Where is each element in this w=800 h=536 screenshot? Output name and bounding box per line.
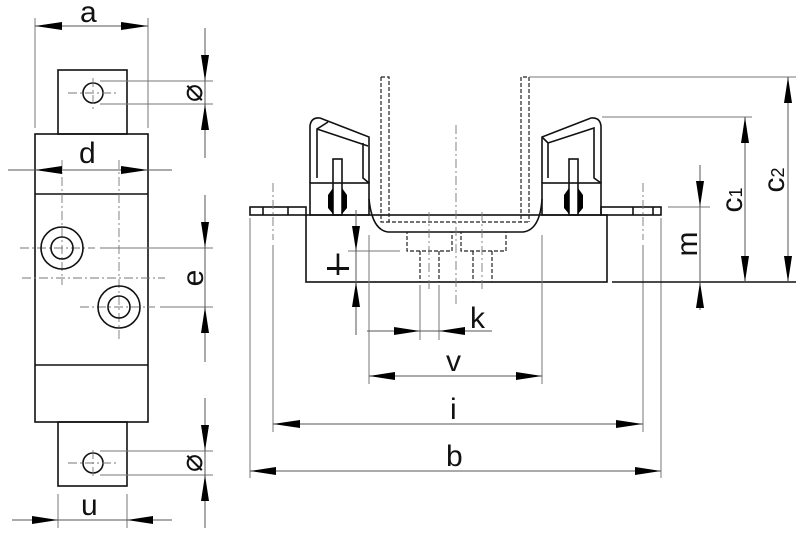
right-flange	[600, 206, 662, 216]
svg-text:c1: c1	[716, 187, 749, 212]
top-tab	[57, 69, 128, 135]
dimension-a: a	[34, 0, 149, 128]
label-c2: c	[758, 178, 791, 193]
dimension-e: e	[100, 195, 213, 362]
dimension-m: m	[671, 165, 704, 310]
label-e: e	[177, 270, 210, 287]
dimension-d: d	[8, 137, 172, 174]
dimension-b: b	[250, 440, 661, 475]
label-l: l	[335, 249, 342, 282]
label-m: m	[671, 232, 704, 257]
dimension-k: k	[367, 302, 492, 335]
dimension-c2: c2	[758, 77, 792, 282]
label-diameter-top: ⌀	[176, 84, 209, 102]
svg-text:c2: c2	[758, 167, 791, 192]
label-l-glyph	[327, 267, 349, 270]
label-c2-sub: 2	[768, 167, 788, 177]
extension-lines	[249, 218, 662, 478]
base-block	[305, 214, 608, 283]
label-v: v	[446, 345, 461, 378]
label-d: d	[79, 137, 96, 170]
dimension-c1: c1	[716, 117, 749, 282]
left-flange	[249, 206, 307, 216]
dimension-l: l	[327, 210, 400, 335]
left-contact-clip	[309, 117, 370, 216]
label-i: i	[450, 393, 457, 426]
front-view	[249, 76, 662, 305]
bottom-tab	[57, 421, 128, 487]
dimension-v: v	[369, 345, 542, 380]
mount-hole-1	[40, 226, 84, 270]
label-a: a	[80, 0, 97, 29]
extension-lines-vertical	[529, 76, 796, 283]
label-c1: c	[716, 198, 749, 213]
label-b: b	[446, 440, 463, 473]
dimension-diameter-top: ⌀	[100, 28, 213, 158]
dimension-u: u	[12, 489, 172, 528]
dimension-i: i	[273, 393, 643, 428]
mount-hole-2	[97, 285, 141, 329]
dimension-diameter-bottom: ⌀	[100, 398, 213, 528]
label-diameter-bottom: ⌀	[176, 454, 209, 472]
top-view	[20, 69, 165, 487]
label-c1-sub: 1	[726, 187, 746, 197]
label-u: u	[81, 489, 98, 522]
right-contact-clip	[541, 117, 602, 216]
label-k: k	[470, 302, 486, 335]
